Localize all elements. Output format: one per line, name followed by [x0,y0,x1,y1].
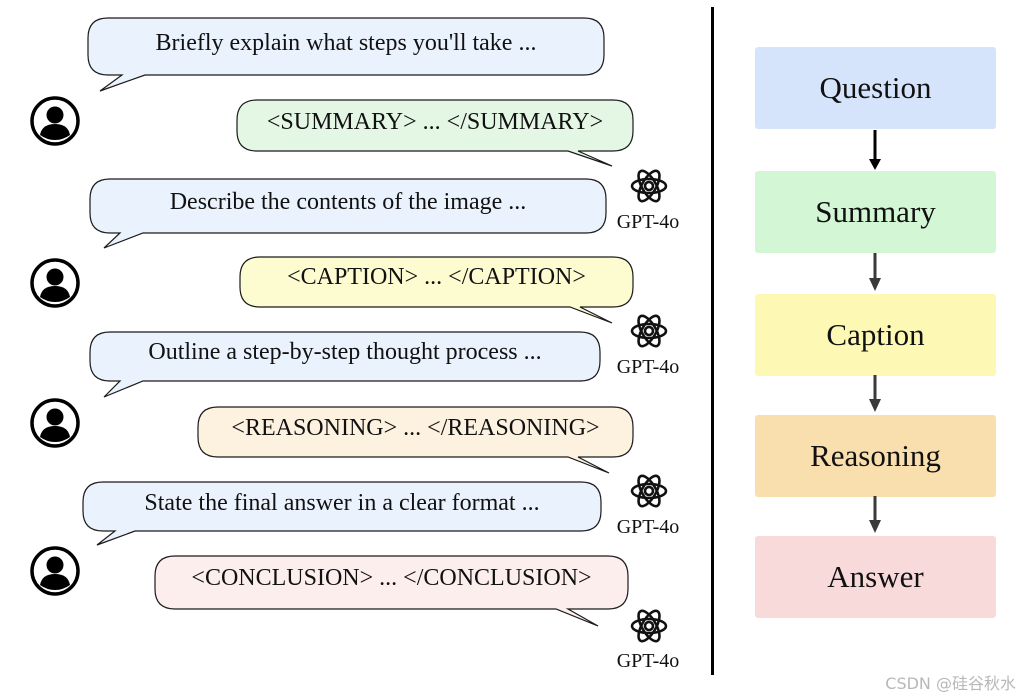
user-avatar-icon [30,546,80,596]
openai-logo-icon [630,609,668,643]
arrow-icon [869,375,881,412]
response-text-wrap: <CONCLUSION> ... </CONCLUSION> [155,565,628,595]
pipeline-step-answer: Answer [755,536,996,618]
openai-logo-icon [630,169,668,203]
arrow-icon [869,253,881,291]
response-text-wrap: <SUMMARY> ... </SUMMARY> [237,109,633,139]
arrow-icon [869,130,881,170]
prompt-text-3: Outline a step-by-step thought process .… [148,339,542,365]
arrow-icon [869,496,881,533]
step-label: Reasoning [810,438,941,473]
response-text-wrap: <REASONING> ... </REASONING> [198,415,633,445]
response-text-wrap: <CAPTION> ... </CAPTION> [240,264,633,294]
watermark: CSDN @硅谷秋水 [885,674,1016,693]
prompt-text-wrap: State the final answer in a clear format… [83,490,601,520]
bot-label: GPT-4o [616,516,680,538]
prompt-bubble-2 [89,178,607,249]
prompt-bubble-1 [87,17,605,92]
response-bubble-1 [236,99,634,167]
response-bubble-4 [154,555,629,627]
response-bubble-3 [197,406,634,474]
step-label: Summary [815,194,936,229]
user-avatar-icon [30,258,80,308]
response-text-2: <CAPTION> ... </CAPTION> [287,264,586,290]
bot-label: GPT-4o [616,356,680,378]
pipeline-step-caption: Caption [755,294,996,376]
user-avatar-icon [30,398,80,448]
openai-logo-icon [630,474,668,508]
vertical-divider [711,7,714,675]
pipeline-step-reasoning: Reasoning [755,415,996,497]
pipeline-step-question: Question [755,47,996,129]
prompt-bubble-3 [89,331,601,398]
pipeline-step-summary: Summary [755,171,996,253]
user-avatar-icon [30,96,80,146]
response-text-4: <CONCLUSION> ... </CONCLUSION> [191,565,592,591]
prompt-text-2: Describe the contents of the image ... [169,189,527,215]
bot-label: GPT-4o [616,211,680,233]
bot-label: GPT-4o [616,650,680,672]
openai-logo-icon [630,314,668,348]
prompt-bubble-4 [82,481,602,546]
step-label: Answer [827,559,924,594]
prompt-text-4: State the final answer in a clear format… [144,490,540,516]
response-text-3: <REASONING> ... </REASONING> [231,415,600,441]
prompt-text-wrap: Describe the contents of the image ... [90,189,606,219]
prompt-text-wrap: Briefly explain what steps you'll take .… [88,30,604,60]
response-bubble-2 [239,256,634,324]
response-text-1: <SUMMARY> ... </SUMMARY> [266,109,604,135]
pipeline-arrows [869,130,881,533]
prompt-text-1: Briefly explain what steps you'll take .… [155,30,537,56]
step-label: Caption [826,317,925,352]
prompt-text-wrap: Outline a step-by-step thought process .… [90,339,600,369]
step-label: Question [819,70,932,105]
conversation-diagram [30,17,668,643]
